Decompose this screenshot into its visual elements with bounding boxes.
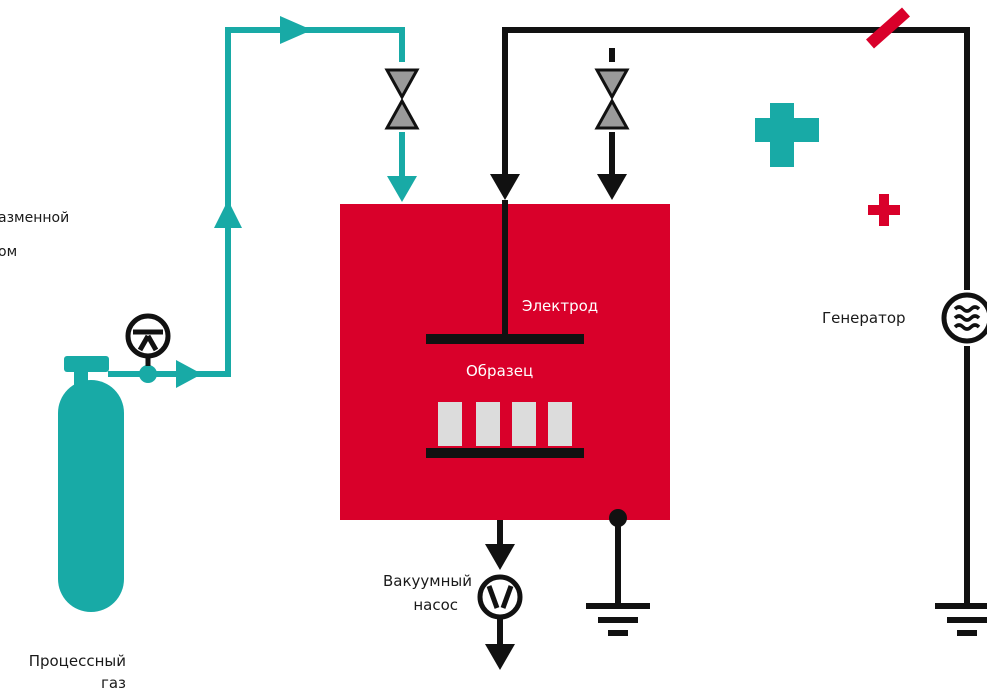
- gas-valve-icon: [384, 68, 420, 130]
- vent-valve-icon: [594, 68, 630, 130]
- vacuum-pump-icon: [477, 574, 523, 620]
- wire-arrows: [490, 174, 627, 200]
- generator-ground-icon: [935, 603, 987, 636]
- wire-break-marker: [866, 7, 910, 49]
- process-gas-label-line1: Процессный: [29, 652, 126, 670]
- chamber-ground-icon: [586, 509, 650, 636]
- plasma-label-line2: ом: [0, 244, 17, 260]
- rf-generator-icon: [941, 292, 987, 344]
- generator-label: Генератор: [822, 309, 906, 327]
- vacuum-line: [485, 520, 515, 670]
- process-gas-label-line2: газ: [101, 674, 126, 691]
- electrode-wire: [502, 27, 970, 605]
- pressure-regulator-icon: [125, 313, 171, 366]
- sample-holder-plate: [426, 448, 584, 458]
- electrode-plate: [426, 334, 584, 344]
- vacuum-pump-label-line1: Вакуумный: [383, 572, 472, 590]
- plasma-label-line1: азменной: [0, 210, 69, 226]
- vacuum-pump-label-line2: насос: [413, 596, 458, 614]
- plus-small-icon: [868, 194, 900, 226]
- samples: [438, 402, 572, 446]
- plus-large-icon: [755, 103, 819, 167]
- gas-flow-arrows: [139, 16, 417, 388]
- sample-label: Образец: [466, 362, 533, 380]
- gas-cylinder: [58, 356, 124, 612]
- electrode-label: Электрод: [522, 297, 598, 315]
